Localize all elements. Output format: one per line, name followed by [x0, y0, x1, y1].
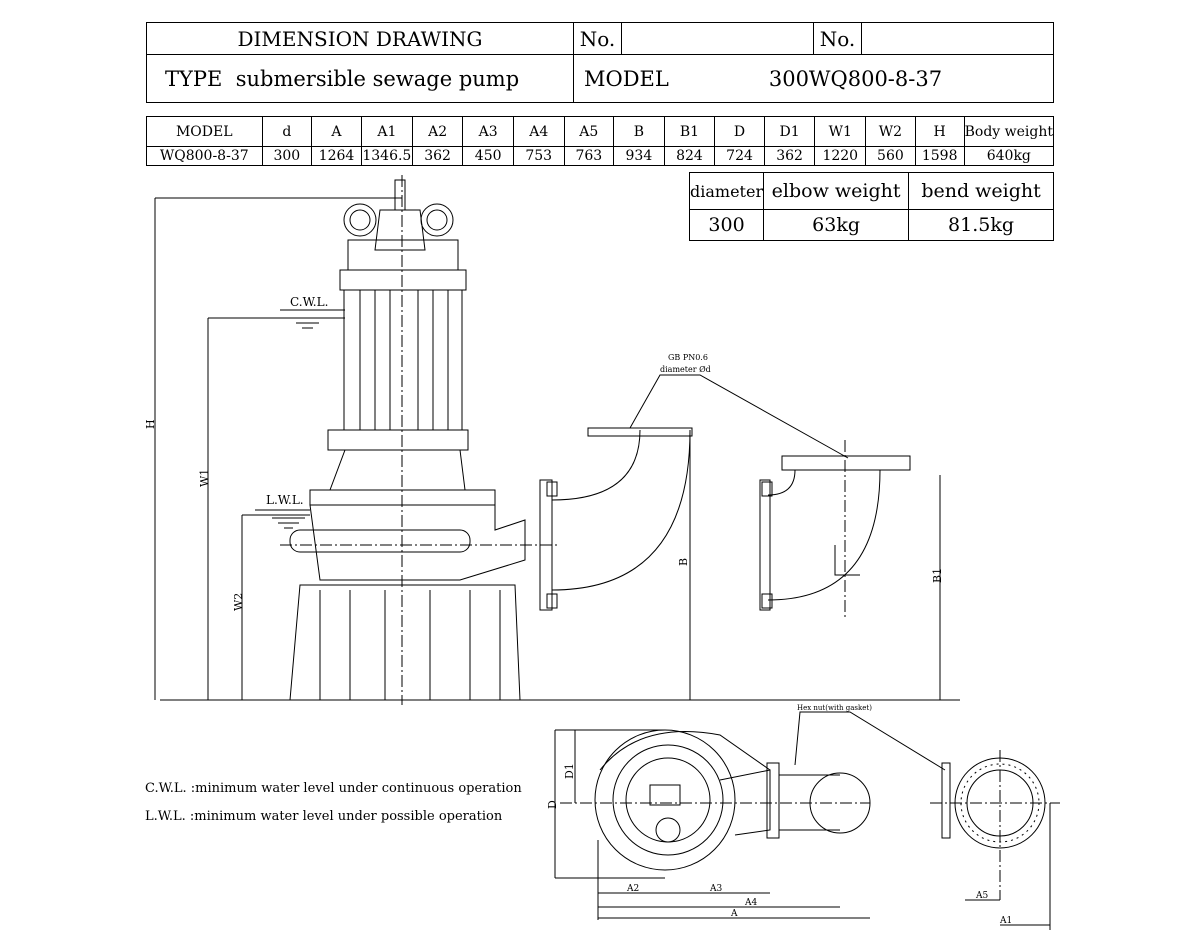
param-header-cell: D1	[763, 116, 816, 147]
param-value-cell: 934	[613, 146, 665, 166]
type-label: TYPE	[165, 66, 223, 91]
dim-w2: W2	[232, 593, 245, 611]
plan-dimensions	[554, 729, 1051, 930]
dim-b: B	[677, 558, 690, 566]
param-value-cell: 753	[512, 146, 565, 166]
no-value-2	[861, 22, 1054, 55]
model-cell: MODEL 300WQ800-8-37	[573, 54, 1054, 103]
weight-bend: 81.5kg	[908, 209, 1054, 241]
param-header-cell: W2	[865, 116, 916, 147]
param-header-cell: A4	[512, 116, 565, 147]
param-value-cell: 450	[462, 146, 514, 166]
param-value-cell: 1220	[814, 146, 867, 166]
note-lwl: L.W.L. :minimum water level under possib…	[145, 809, 503, 824]
param-value-cell: 560	[865, 146, 916, 166]
weight-header-bend: bend weight	[908, 172, 1054, 210]
weight-elbow: 63kg	[763, 209, 910, 241]
no-label-1: No.	[573, 22, 622, 55]
dim-a3: A3	[709, 884, 722, 894]
param-value-cell: WQ800-8-37	[146, 146, 263, 166]
param-header-cell: B1	[663, 116, 716, 147]
param-value-cell: 640kg	[963, 146, 1055, 166]
bend-fitting	[759, 440, 941, 700]
param-value-cell: 824	[663, 146, 716, 166]
pump-elevation	[160, 175, 960, 705]
dim-b1: B1	[931, 568, 944, 583]
param-value-cell: 1264	[311, 146, 362, 166]
param-value-cell: 763	[563, 146, 615, 166]
flange-standard-label: GB PN0.6	[668, 353, 708, 362]
dim-w1: W1	[198, 469, 211, 487]
lwl-label: L.W.L.	[266, 493, 304, 507]
param-header-cell: A1	[360, 116, 413, 147]
drawing-heading: DIMENSION DRAWING	[146, 22, 574, 55]
pump-plan-view	[560, 711, 1060, 900]
param-value-cell: 1598	[914, 146, 965, 166]
param-value-cell: 362	[763, 146, 816, 166]
elevation-dimensions	[154, 197, 402, 700]
hex-nut-label: Hex nut(with gasket)	[797, 704, 872, 712]
dim-d: D	[546, 800, 559, 809]
weight-header-diameter: diameter	[688, 172, 765, 210]
weight-diameter: 300	[688, 209, 765, 241]
dim-a2: A2	[626, 884, 639, 894]
weight-table: diameter elbow weight bend weight 300 63…	[688, 172, 1054, 241]
dim-a: A	[730, 909, 738, 919]
param-header-cell: W1	[814, 116, 867, 147]
param-header-cell: A	[311, 116, 362, 147]
param-header-cell: A5	[563, 116, 615, 147]
title-block: DIMENSION DRAWING No. No. TYPE submersib…	[146, 22, 1054, 103]
model-value: 300WQ800-8-37	[768, 66, 943, 91]
param-header-cell: H	[914, 116, 965, 147]
param-value-cell: 1346.5	[360, 146, 413, 166]
note-cwl: C.W.L. :minimum water level under contin…	[145, 781, 522, 796]
type-cell: TYPE submersible sewage pump	[146, 54, 574, 103]
dim-h: H	[144, 419, 157, 429]
param-header-cell: d	[261, 116, 313, 147]
param-header-cell: A3	[462, 116, 514, 147]
dim-d1: D1	[563, 763, 576, 779]
param-value-cell: 724	[714, 146, 765, 166]
cwl-label: C.W.L.	[290, 295, 328, 309]
model-label: MODEL	[584, 66, 669, 91]
param-header-cell: Body weight	[963, 116, 1055, 147]
param-header-cell: A2	[411, 116, 464, 147]
dim-a5: A5	[975, 891, 988, 901]
dim-a1: A1	[999, 916, 1012, 926]
no-label-2: No.	[813, 22, 862, 55]
param-value-cell: 362	[411, 146, 464, 166]
type-value: submersible sewage pump	[235, 66, 520, 91]
flange-diameter-label: diameter Ød	[660, 365, 711, 374]
dim-a4: A4	[744, 898, 757, 908]
elbow-outlet	[539, 374, 849, 700]
